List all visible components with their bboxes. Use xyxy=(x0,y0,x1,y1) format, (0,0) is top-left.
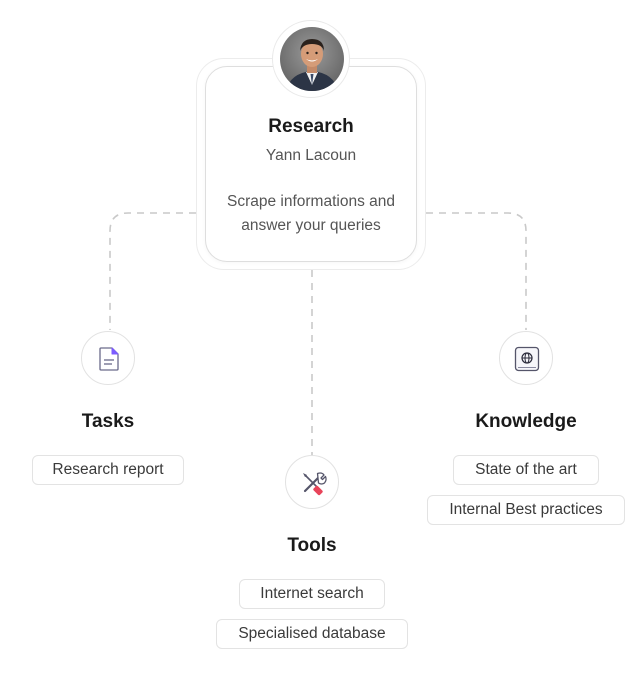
agent-description-line-1: Scrape informations and xyxy=(226,193,395,210)
agent-title: Research xyxy=(268,116,354,137)
document-icon xyxy=(99,347,119,371)
tasks-item-research-report[interactable]: Research report xyxy=(32,455,184,485)
tools-item-specialised-database[interactable]: Specialised database xyxy=(216,619,408,649)
agent-description: Scrape informations and answer your quer… xyxy=(205,190,417,238)
knowledge-item-internal-best-practices[interactable]: Internal Best practices xyxy=(427,495,625,525)
knowledge-node[interactable] xyxy=(499,331,553,385)
avatar-portrait xyxy=(280,27,344,91)
tools-item-internet-search[interactable]: Internet search xyxy=(239,579,385,609)
tools-icon xyxy=(303,472,327,496)
tasks-node[interactable] xyxy=(81,331,135,385)
knowledge-heading: Knowledge xyxy=(475,411,577,432)
globe-book-icon xyxy=(514,346,540,372)
agent-name: Yann Lacoun xyxy=(265,147,357,164)
tools-node[interactable] xyxy=(285,455,339,509)
tools-heading: Tools xyxy=(287,535,337,556)
knowledge-item-state-of-the-art[interactable]: State of the art xyxy=(453,455,599,485)
avatar[interactable] xyxy=(280,27,344,91)
connector-knowledge xyxy=(426,212,527,330)
tasks-heading: Tasks xyxy=(81,411,135,432)
agent-description-line-2: answer your queries xyxy=(241,217,381,234)
connector-tasks xyxy=(109,212,196,330)
